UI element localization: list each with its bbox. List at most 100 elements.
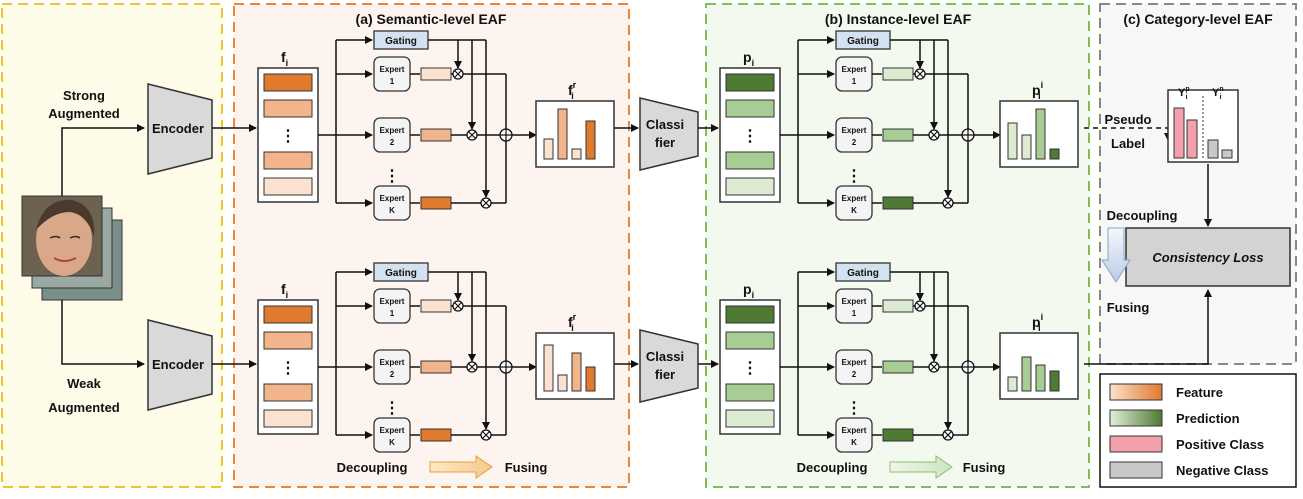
decoupling-label-a: Decoupling	[337, 460, 408, 475]
expert-output	[420, 67, 452, 81]
decoupling-label-b: Decoupling	[797, 460, 868, 475]
pseudo-label-1: Pseudo	[1105, 112, 1152, 127]
classifier-bottom: Classi fier	[639, 329, 699, 403]
legend-feature: Feature	[1176, 385, 1223, 400]
svg-text:Expert: Expert	[842, 297, 867, 306]
ellipsis: ⋮	[280, 360, 296, 377]
vector-cell	[263, 409, 313, 428]
expert-output	[882, 360, 914, 374]
svg-text:Expert: Expert	[380, 297, 405, 306]
chart-bar	[585, 120, 596, 160]
chart-bar	[557, 374, 568, 392]
chart-bar	[1035, 108, 1046, 160]
ellipsis: ⋮	[742, 360, 758, 377]
svg-text:Expert: Expert	[380, 426, 405, 435]
vector-cell	[725, 383, 775, 402]
expert-output	[882, 196, 914, 210]
vector-cell	[725, 73, 775, 92]
svg-text:Gating: Gating	[385, 268, 417, 279]
svg-text:fier: fier	[655, 367, 675, 382]
vector-cell	[725, 409, 775, 428]
chart-bar	[1007, 376, 1018, 392]
expert-output	[420, 299, 452, 313]
fusing-label-a: Fusing	[505, 460, 548, 475]
svg-text:Consistency Loss: Consistency Loss	[1152, 250, 1263, 265]
fusing-arrow-a	[429, 455, 493, 479]
svg-text:K: K	[851, 438, 857, 447]
pseudo-label-chart	[1167, 89, 1239, 163]
chart-bar	[543, 344, 554, 392]
vector-cell	[725, 305, 775, 324]
chart-bar	[571, 352, 582, 392]
category-panel	[1099, 3, 1297, 365]
ellipsis: ⋮	[742, 128, 758, 145]
category-title: (c) Category-level EAF	[1123, 11, 1273, 27]
strong-label-2: Augmented	[48, 106, 120, 121]
svg-text:2: 2	[852, 138, 857, 147]
svg-text:1: 1	[852, 309, 857, 318]
chart-bar	[1035, 364, 1046, 392]
svg-text:Gating: Gating	[385, 36, 417, 47]
svg-text:Expert: Expert	[842, 426, 867, 435]
chart-bar	[1021, 356, 1032, 392]
strong-label-1: Strong	[63, 88, 105, 103]
svg-text:1: 1	[390, 309, 395, 318]
svg-text:Expert: Expert	[842, 126, 867, 135]
svg-text:K: K	[851, 206, 857, 215]
instance-module-top-input-label: pi	[743, 49, 754, 68]
svg-text:Classi: Classi	[646, 349, 684, 364]
svg-text:Expert: Expert	[842, 194, 867, 203]
vector-cell	[263, 99, 313, 118]
vector-cell	[263, 73, 313, 92]
svg-text:1: 1	[390, 77, 395, 86]
expert-output	[420, 428, 452, 442]
encoder-top: Encoder	[147, 83, 213, 175]
legend-negative: Negative Class	[1176, 463, 1269, 478]
consistency-loss-box: Consistency Loss	[1125, 227, 1291, 287]
ellipsis: ⋮	[846, 400, 862, 417]
expert-output	[420, 360, 452, 374]
svg-text:Classi: Classi	[646, 117, 684, 132]
vector-cell	[263, 177, 313, 196]
pseudo-label-2: Label	[1111, 136, 1145, 151]
chart-bar	[585, 366, 596, 392]
fusing-arrow-b	[889, 455, 953, 479]
svg-text:fier: fier	[655, 135, 675, 150]
svg-text:2: 2	[852, 370, 857, 379]
ellipsis: ⋮	[846, 168, 862, 185]
fusing-label-b: Fusing	[963, 460, 1006, 475]
chart-bar	[557, 108, 568, 160]
semantic-title: (a) Semantic-level EAF	[356, 11, 507, 27]
instance-module-bottom-input-label: pi	[743, 281, 754, 300]
fusing-label-c: Fusing	[1107, 300, 1150, 315]
chart-bar	[1049, 148, 1060, 160]
instance-title: (b) Instance-level EAF	[825, 11, 972, 27]
semantic-module-bottom-input-label: fi	[281, 281, 288, 300]
svg-text:Expert: Expert	[842, 65, 867, 74]
ellipsis: ⋮	[280, 128, 296, 145]
expert-output	[882, 299, 914, 313]
classifier-top: Classi fier	[639, 97, 699, 171]
vector-cell	[725, 331, 775, 350]
svg-text:Gating: Gating	[847, 36, 879, 47]
expert-output	[882, 428, 914, 442]
legend-negative-swatch	[1109, 461, 1163, 479]
svg-text:Gating: Gating	[847, 268, 879, 279]
svg-text:Encoder: Encoder	[152, 357, 204, 372]
legend-prediction-swatch	[1109, 409, 1163, 427]
legend-prediction: Prediction	[1176, 411, 1240, 426]
vector-cell	[725, 151, 775, 170]
vector-cell	[263, 331, 313, 350]
chart-bar	[1049, 370, 1060, 392]
decouple-fuse-arrow	[1101, 227, 1131, 283]
vector-cell	[725, 177, 775, 196]
